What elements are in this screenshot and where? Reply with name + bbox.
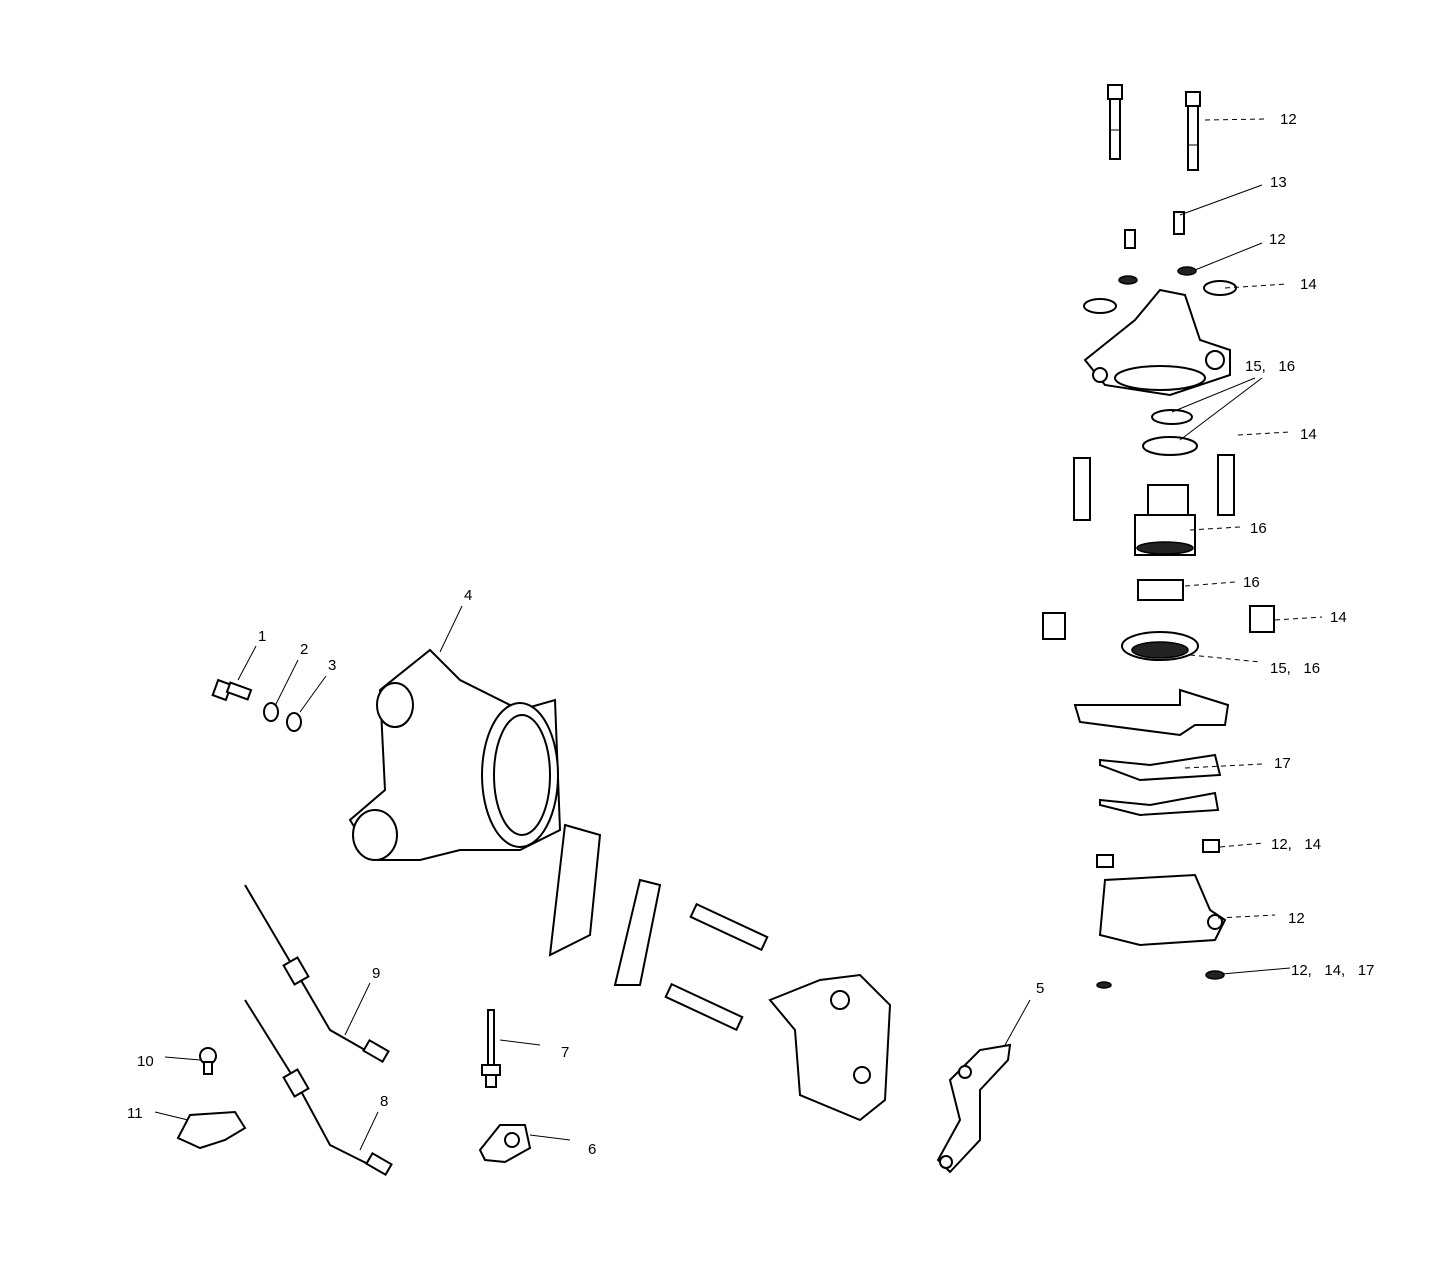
callout-label: 5	[1036, 980, 1044, 997]
callout-label: 15, 16	[1270, 660, 1320, 677]
callout-label: 12	[1288, 910, 1305, 927]
callout-label: 16	[1250, 520, 1267, 537]
leader-line	[299, 675, 327, 713]
callout-label: 6	[588, 1141, 596, 1158]
leader-line	[1237, 431, 1291, 436]
small-hardware	[176, 1009, 532, 1164]
leader-line	[1189, 526, 1241, 531]
callout-label: 17	[1274, 755, 1291, 772]
leader-line	[1171, 377, 1256, 413]
leader-line	[1184, 581, 1236, 587]
leader-line	[1184, 763, 1263, 769]
leader-line	[1204, 118, 1266, 121]
leader-line	[1219, 842, 1265, 848]
callout-label: 9	[372, 965, 380, 982]
callout-label: 8	[380, 1093, 388, 1110]
bolt-part-left-top	[1107, 84, 1123, 160]
callout-label: 13	[1270, 174, 1287, 191]
knuckle-part	[348, 648, 562, 861]
leader-line	[1217, 914, 1276, 919]
callout-label: 12	[1269, 231, 1286, 248]
brake-pads-and-plate	[1073, 688, 1230, 868]
caliper-housing-lower	[1096, 873, 1227, 989]
leader-line	[164, 1056, 201, 1061]
leader-line	[1194, 242, 1263, 271]
brake-lines	[244, 884, 393, 1177]
bolt-part-right-top	[1185, 91, 1201, 171]
leader-line	[344, 982, 371, 1036]
leader-line	[274, 659, 299, 707]
bolt-washers	[211, 678, 302, 732]
callout-label: 11	[127, 1105, 143, 1122]
leader-line	[499, 1039, 541, 1046]
caliper-housing-upper	[1083, 288, 1231, 397]
leader-line	[1224, 283, 1288, 289]
leader-line	[237, 645, 257, 681]
pads-and-pins-center	[548, 823, 769, 1032]
callout-label: 12	[1280, 111, 1297, 128]
leader-line	[1179, 377, 1263, 441]
bleeder-parts	[1083, 211, 1237, 314]
callout-label: 3	[328, 657, 336, 674]
callout-label: 14	[1300, 426, 1317, 443]
leader-line	[359, 1111, 379, 1151]
callout-label: 7	[561, 1044, 569, 1061]
caliper-center	[768, 973, 892, 1122]
callout-label: 2	[300, 641, 308, 658]
callout-label: 12, 14, 17	[1291, 962, 1374, 979]
leader-line	[1274, 616, 1323, 621]
leader-line	[529, 1134, 571, 1141]
leader-line	[439, 605, 463, 653]
callout-label: 15, 16	[1245, 358, 1295, 375]
leader-line	[1004, 999, 1031, 1046]
seals-and-piston	[1042, 409, 1275, 661]
callout-label: 16	[1243, 574, 1260, 591]
leader-line	[154, 1111, 189, 1121]
leader-line	[1221, 967, 1291, 975]
callout-label: 4	[464, 587, 472, 604]
callout-label: 14	[1330, 609, 1347, 626]
callout-label: 10	[137, 1053, 154, 1070]
callout-label: 14	[1300, 276, 1317, 293]
bracket-part	[936, 1043, 1012, 1174]
leader-line	[1189, 654, 1261, 663]
leader-line	[1179, 184, 1263, 216]
callout-label: 1	[258, 628, 266, 645]
callout-label: 12, 14	[1271, 836, 1321, 853]
